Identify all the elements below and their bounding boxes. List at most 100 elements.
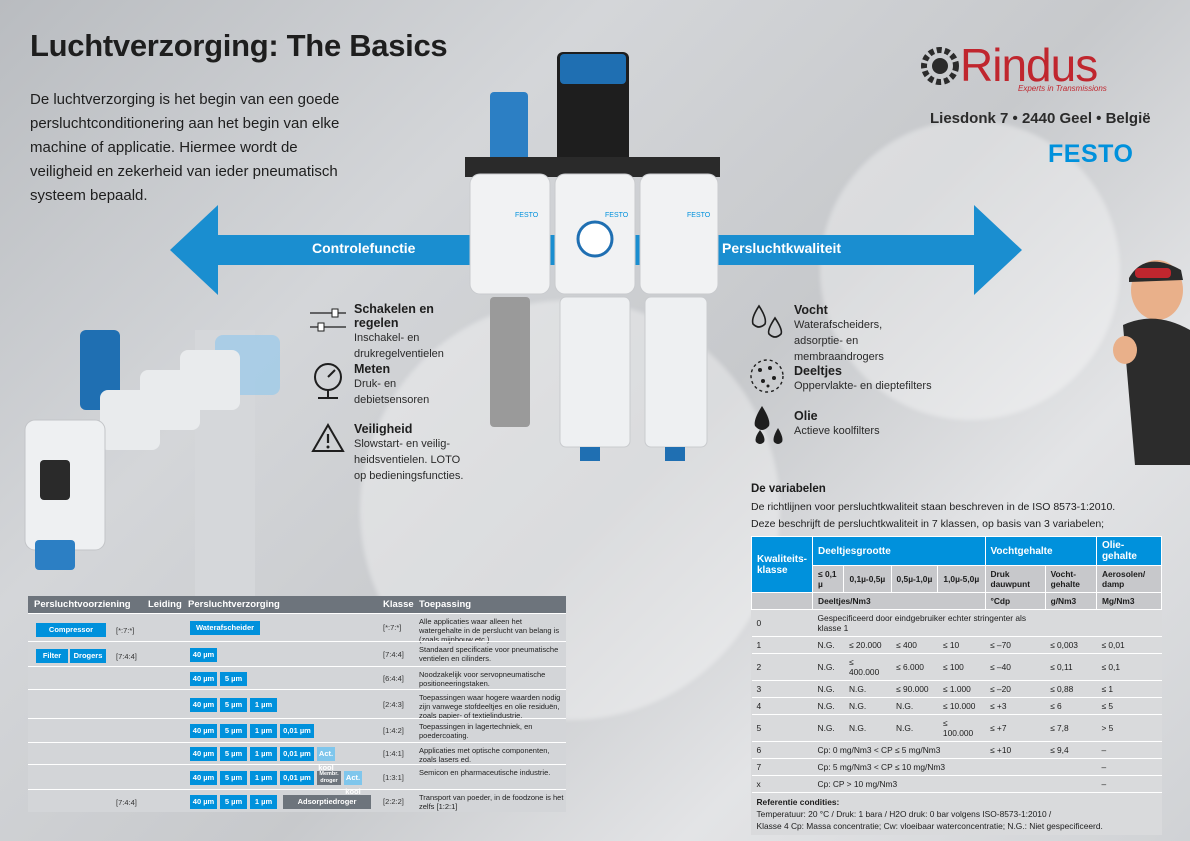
table-cell: 2 xyxy=(751,653,813,681)
table-cell: 1 xyxy=(751,636,813,654)
application-text: Semicon en pharmaceutische industrie. xyxy=(419,768,551,777)
table-cell: 5 xyxy=(751,714,813,742)
filter-chip: 40 µm xyxy=(190,794,217,809)
filter-chip: 1 µm xyxy=(250,697,277,712)
festo-product-series-image xyxy=(24,330,280,600)
feature-meten: Meten Druk- en debietsensoren xyxy=(354,362,474,408)
filter-chip: 5 µm xyxy=(220,794,247,809)
table-note: Referentie condities: Temperatuur: 20 °C… xyxy=(751,792,1162,835)
table-cell: N.G. xyxy=(812,714,844,742)
application-text: Standaard specificatie voor pneumatische… xyxy=(419,645,559,663)
page-title: Luchtverzorging: The Basics xyxy=(30,28,448,63)
table-cell: ≤ +7 xyxy=(985,714,1046,742)
application-text: Alle applicaties waar alleen het waterge… xyxy=(419,617,560,644)
filter-chip: Adsorptiedroger xyxy=(283,794,371,809)
festo-product-image: FESTO FESTO FESTO xyxy=(465,52,720,461)
rindus-logo: Rindus Experts in Transmissions xyxy=(918,38,1168,98)
table-cell xyxy=(985,758,1046,776)
table-cell: ≤ +3 xyxy=(985,697,1046,715)
feature-title: Deeltjes xyxy=(794,364,842,378)
table-subheader: 1,0µ-5,0µ xyxy=(937,565,986,593)
table-cell: ≤ 6 xyxy=(1045,697,1097,715)
table-subheader: ≤ 0,1 µ xyxy=(812,565,845,593)
filter-chip: 40 µm xyxy=(190,770,217,785)
filter-chip: Waterafscheider xyxy=(190,621,260,635)
filter-chip: Act. kool xyxy=(344,770,362,796)
table-cell: ≤ 1.000 xyxy=(937,680,985,698)
table-cell: Cp: 0 mg/Nm3 < CP ≤ 5 mg/Nm3 xyxy=(812,741,985,759)
svg-text:FESTO: FESTO xyxy=(605,212,629,219)
company-address: Liesdonk 7 • 2440 Geel • België xyxy=(930,110,1151,127)
filter-chip: 5 µm xyxy=(220,697,247,712)
table-unit: g/Nm3 xyxy=(1044,592,1097,610)
table-subheader: Vocht-gehalte xyxy=(1044,565,1097,593)
filter-chip: 40 µm xyxy=(190,747,217,761)
feature-veiligheid: Veiligheid Slowstart- en veilig-heidsven… xyxy=(354,422,474,484)
feature-title: Olie xyxy=(794,409,818,423)
table-row: 40 µm[7:4:4]Standaard specificatie voor … xyxy=(28,641,566,666)
table-unit: °Cdp xyxy=(984,592,1046,610)
filter-chip: 1 µm xyxy=(250,747,277,761)
feature-schakelen: Schakelen en regelen Inschakel- en drukr… xyxy=(354,302,474,362)
gauge-icon xyxy=(314,363,342,399)
table-cell: ≤ 10.000 xyxy=(937,697,985,715)
feature-text: Druk- en debietsensoren xyxy=(354,378,430,406)
filter-chip: 0,01 µm xyxy=(280,747,314,761)
filter-chip: 1 µm xyxy=(250,770,277,785)
table-cell: 3 xyxy=(751,680,813,698)
class-value: [1:4:1] xyxy=(383,749,404,758)
air-quality-label: Persluchtkwaliteit xyxy=(722,240,842,256)
table-cell: – xyxy=(1096,775,1162,793)
feature-title: Meten xyxy=(354,362,391,376)
feature-vocht: Vocht Waterafscheiders, adsorptie- en me… xyxy=(794,303,934,365)
table-header-row: Persluchtvoorziening Leiding Persluchtve… xyxy=(28,596,566,613)
feature-title: Vocht xyxy=(794,303,828,317)
table-cell: ≤ 100 xyxy=(937,653,985,681)
table-unit: Deeltjes/Nm3 xyxy=(812,592,986,610)
feature-deeltjes: Deeltjes Oppervlakte- en dieptefilters xyxy=(794,364,934,394)
table-cell: ≤ 6.000 xyxy=(891,653,938,681)
table-cell: ≤ 5 xyxy=(1096,697,1162,715)
mascot-figure xyxy=(1113,260,1190,465)
table-cell: N.G. xyxy=(843,714,892,742)
source-chip: Drogers xyxy=(70,649,106,663)
table-cell: ≤ 0,1 xyxy=(1096,653,1162,681)
table-cell: N.G. xyxy=(812,680,844,698)
table-cell: ≤ 7,8 xyxy=(1045,714,1097,742)
table-cell: ≤ 10 xyxy=(937,636,985,654)
air-supply-table: Persluchtvoorziening Leiding Persluchtve… xyxy=(28,596,566,812)
table-cell: N.G. xyxy=(812,653,844,681)
quality-class-table: Kwaliteits-klasse Deeltjesgrootte Vochtg… xyxy=(750,536,1163,835)
svg-text:FESTO: FESTO xyxy=(515,212,539,219)
feature-text: Slowstart- en veilig-heidsventielen. LOT… xyxy=(354,438,464,482)
table-subheader: Aerosolen/ damp xyxy=(1095,565,1163,593)
class-value: [6:4:4] xyxy=(383,673,404,683)
svg-text:FESTO: FESTO xyxy=(687,212,711,219)
table-cell: ≤ 0,003 xyxy=(1045,636,1097,654)
class-value: [1:4:2] xyxy=(383,726,404,735)
table-row: Waterafscheider[*:7:*]Alle applicaties w… xyxy=(28,613,566,644)
logo-tagline: Experts in Transmissions xyxy=(1018,84,1107,93)
table-cell: ≤ 90.000 xyxy=(891,680,938,698)
application-text: Toepassingen waar hogere waarden nodig z… xyxy=(419,693,561,720)
class-value: [2:2:2] xyxy=(383,796,404,806)
filter-chip: 0,01 µm xyxy=(280,770,314,785)
table-cell: ≤ 1 xyxy=(1096,680,1162,698)
class-value: [1:3:1] xyxy=(383,772,404,782)
feature-text: Waterafscheiders, adsorptie- en membraan… xyxy=(794,319,884,363)
table-cell xyxy=(1045,758,1097,776)
table-cell: N.G. xyxy=(812,697,844,715)
filter-chip: 5 µm xyxy=(220,724,247,738)
application-text: Transport van poeder, in de foodzone is … xyxy=(419,793,564,811)
application-text: Toepassingen in lagertechniek, en poeder… xyxy=(419,722,533,740)
filter-chip: 1 µm xyxy=(250,724,277,738)
filter-chip: 5 µm xyxy=(220,770,247,785)
